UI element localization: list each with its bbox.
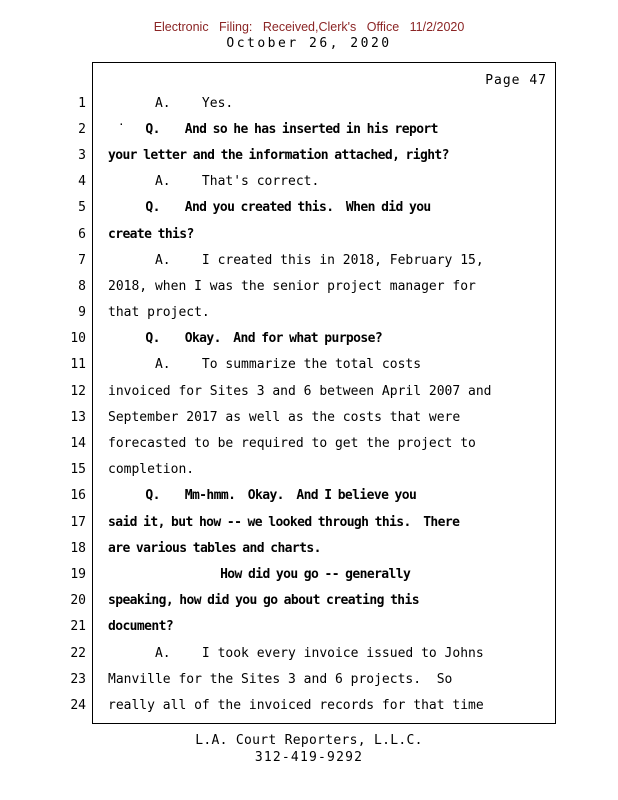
transcript-line: 7 A. I created this in 2018, February 15… (0, 247, 618, 273)
transcript-line-text: Manville for the Sites 3 and 6 projects.… (108, 671, 453, 687)
transcript-line: 10 Q. Okay. And for what purpose? (0, 326, 618, 352)
reporter-footer: L.A. Court Reporters, L.L.C. 312-419-929… (0, 733, 618, 765)
line-number: 15 (70, 462, 86, 478)
page-number-label: Page 47 (485, 73, 547, 88)
transcript-line-text: speaking, how did you go about creating … (108, 593, 420, 609)
transcript-line: 6 create this? (0, 221, 618, 247)
transcript-line-text: said it, but how -- we looked through th… (108, 514, 460, 530)
transcript-line: 11 A. To summarize the total costs (0, 352, 618, 378)
transcript-line: 19 How did you go -- generally (0, 561, 618, 587)
transcript-line-text: forecasted to be required to get the pro… (108, 436, 476, 452)
line-number: 10 (70, 331, 86, 347)
transcript-line-text: are various tables and charts. (108, 540, 321, 556)
line-number: 6 (78, 226, 86, 242)
transcript-line-text: Q. Okay. And for what purpose? (108, 331, 383, 347)
transcript-line-text: A. I took every invoice issued to Johns (108, 645, 484, 661)
transcript-line-text: document? (108, 619, 174, 635)
line-number: 21 (70, 619, 86, 635)
transcript-line: 14 forecasted to be required to get the … (0, 430, 618, 456)
transcript-line-text: How did you go -- generally (108, 566, 411, 582)
transcript-line-text: A. Yes. (108, 95, 234, 111)
transcript-line: 8 2018, when I was the senior project ma… (0, 273, 618, 299)
transcript-line: 1 A. Yes. (0, 90, 618, 116)
court-reporter-phone: 312-419-9292 (254, 750, 364, 765)
transcript-line: 2 Q. And so he has inserted in his repor… (0, 116, 618, 142)
line-number: 8 (78, 278, 86, 294)
line-number: 9 (78, 305, 86, 321)
transcript-line-text: Q. And you created this. When did you (108, 200, 431, 216)
transcript-line-text: really all of the invoiced records for t… (108, 697, 484, 713)
line-number: 5 (78, 200, 86, 216)
transcript-line-text: invoiced for Sites 3 and 6 between April… (108, 383, 492, 399)
line-number: 17 (70, 514, 86, 530)
transcript-line: 22 A. I took every invoice issued to Joh… (0, 640, 618, 666)
line-number: 12 (70, 383, 86, 399)
transcript-line: 15 completion. (0, 457, 618, 483)
transcript-line: 5 Q. And you created this. When did you (0, 195, 618, 221)
line-number: 2 (78, 121, 86, 137)
line-number: 13 (70, 409, 86, 425)
transcript-line: 3 your letter and the information attach… (0, 142, 618, 168)
transcript-line-text: A. I created this in 2018, February 15, (108, 252, 484, 268)
transcript-line-text: Q. Mm-hmm. Okay. And I believe you (108, 488, 417, 504)
transcript-line: 12 invoiced for Sites 3 and 6 between Ap… (0, 378, 618, 404)
line-number: 3 (78, 147, 86, 163)
transcript-line: 9 that project. (0, 300, 618, 326)
transcript-line-text: A. That's correct. (108, 174, 320, 190)
line-number: 22 (70, 645, 86, 661)
line-number: 16 (70, 488, 86, 504)
stray-scan-mark: · (118, 118, 125, 131)
transcript-line-text: A. To summarize the total costs (108, 357, 422, 373)
transcript-line: 24 really all of the invoiced records fo… (0, 692, 618, 718)
line-number: 1 (78, 95, 86, 111)
line-number: 23 (70, 671, 86, 687)
transcript-line-text: 2018, when I was the senior project mana… (108, 278, 476, 294)
transcript-line: 20 speaking, how did you go about creati… (0, 588, 618, 614)
transcript-line: 16 Q. Mm-hmm. Okay. And I believe you (0, 483, 618, 509)
transcript-line-text: create this? (108, 226, 194, 242)
line-number: 14 (70, 436, 86, 452)
hearing-date: October 26, 2020 (226, 36, 392, 51)
line-number: 24 (70, 697, 86, 713)
line-number: 19 (70, 566, 86, 582)
line-number: 4 (78, 174, 86, 190)
transcript-lines: 1 A. Yes. 2 Q. And so he has inserted in… (0, 90, 618, 719)
efiling-stamp: Electronic Filing: Received,Clerk's Offi… (153, 20, 465, 34)
transcript-line: 17 said it, but how -- we looked through… (0, 509, 618, 535)
transcript-line: 18 are various tables and charts. (0, 535, 618, 561)
transcript-line-text: Q. And so he has inserted in his report (108, 121, 438, 137)
transcript-sheet-border: Page 47 (92, 62, 556, 724)
line-number: 18 (70, 540, 86, 556)
transcript-line-text: September 2017 as well as the costs that… (108, 409, 461, 425)
transcript-line-text: completion. (108, 462, 195, 478)
transcript-line-text: that project. (108, 305, 210, 321)
line-number: 20 (70, 593, 86, 609)
transcript-line: 13 September 2017 as well as the costs t… (0, 404, 618, 430)
court-reporter-name: L.A. Court Reporters, L.L.C. (195, 733, 423, 748)
transcript-line-text: your letter and the information attached… (108, 147, 449, 163)
transcript-line: 4 A. That's correct. (0, 169, 618, 195)
transcript-line: 21 document? (0, 614, 618, 640)
line-number: 11 (70, 357, 86, 373)
transcript-line: 23 Manville for the Sites 3 and 6 projec… (0, 666, 618, 692)
line-number: 7 (78, 252, 86, 268)
